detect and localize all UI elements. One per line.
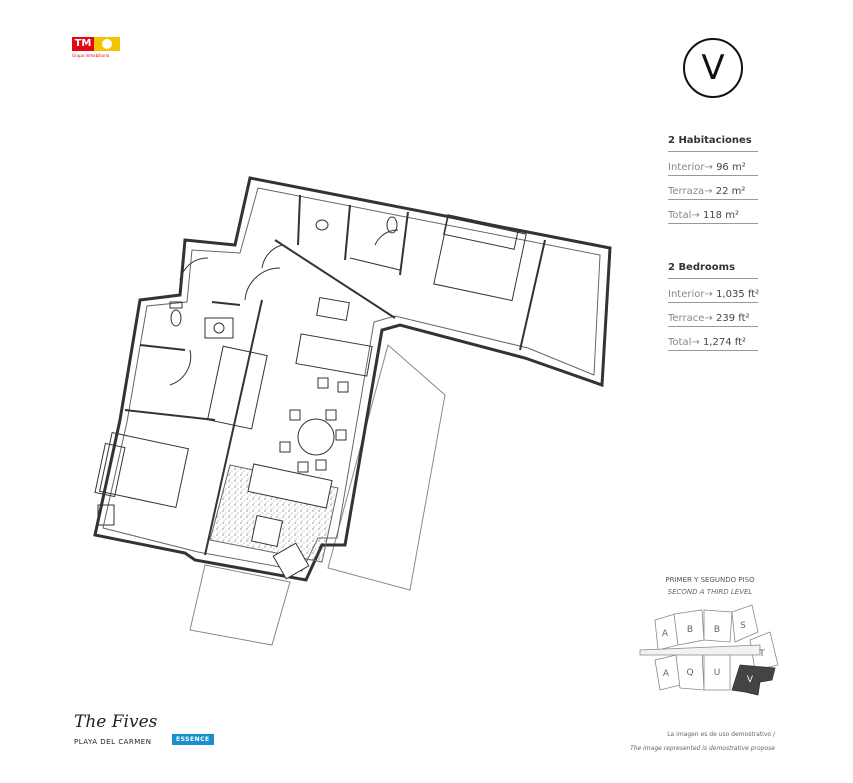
dining-table	[297, 418, 335, 456]
spec-row: Interior→ 96 m²	[668, 158, 758, 176]
apartment-walls	[93, 176, 612, 582]
brand-logo-subtitle: Grupo Inmobiliario	[72, 53, 110, 58]
brand-badge: ESSENCE	[172, 734, 214, 745]
unit-letter: V	[683, 38, 743, 98]
disclaimer-es: La imagen es de uso demostrativo /	[667, 731, 775, 738]
spec-row: Terraza→ 22 m²	[668, 182, 758, 200]
bed-left	[99, 431, 189, 509]
terrace-bottom	[189, 564, 291, 646]
brand-name: The Fives	[74, 712, 158, 732]
keyplan-title: PRIMER Y SEGUNDO PISO	[665, 576, 755, 584]
spec-row: Total→ 1,274 ft²	[668, 333, 758, 351]
specs-spanish: 2 Habitaciones Interior→ 96 m² Terraza→ …	[668, 134, 758, 224]
brand-logo: TM	[72, 37, 94, 51]
bed-right	[433, 216, 527, 302]
specs-title: 2 Bedrooms	[668, 261, 758, 279]
spec-row: Terrace→ 239 ft²	[668, 309, 758, 327]
brand-logo-sun-icon	[94, 37, 120, 51]
keyplan-subtitle: SECOND A THIRD LEVEL	[667, 588, 753, 596]
terrace-right	[327, 344, 446, 591]
specs-title: 2 Habitaciones	[668, 134, 758, 152]
spec-row: Total→ 118 m²	[668, 206, 758, 224]
brand-location: PLAYA DEL CARMEN	[74, 738, 152, 746]
spec-row: Interior→ 1,035 ft²	[668, 285, 759, 303]
specs-english: 2 Bedrooms Interior→ 1,035 ft² Terrace→ …	[668, 261, 759, 351]
disclaimer-en: The image represented is demostrative pr…	[630, 745, 775, 752]
